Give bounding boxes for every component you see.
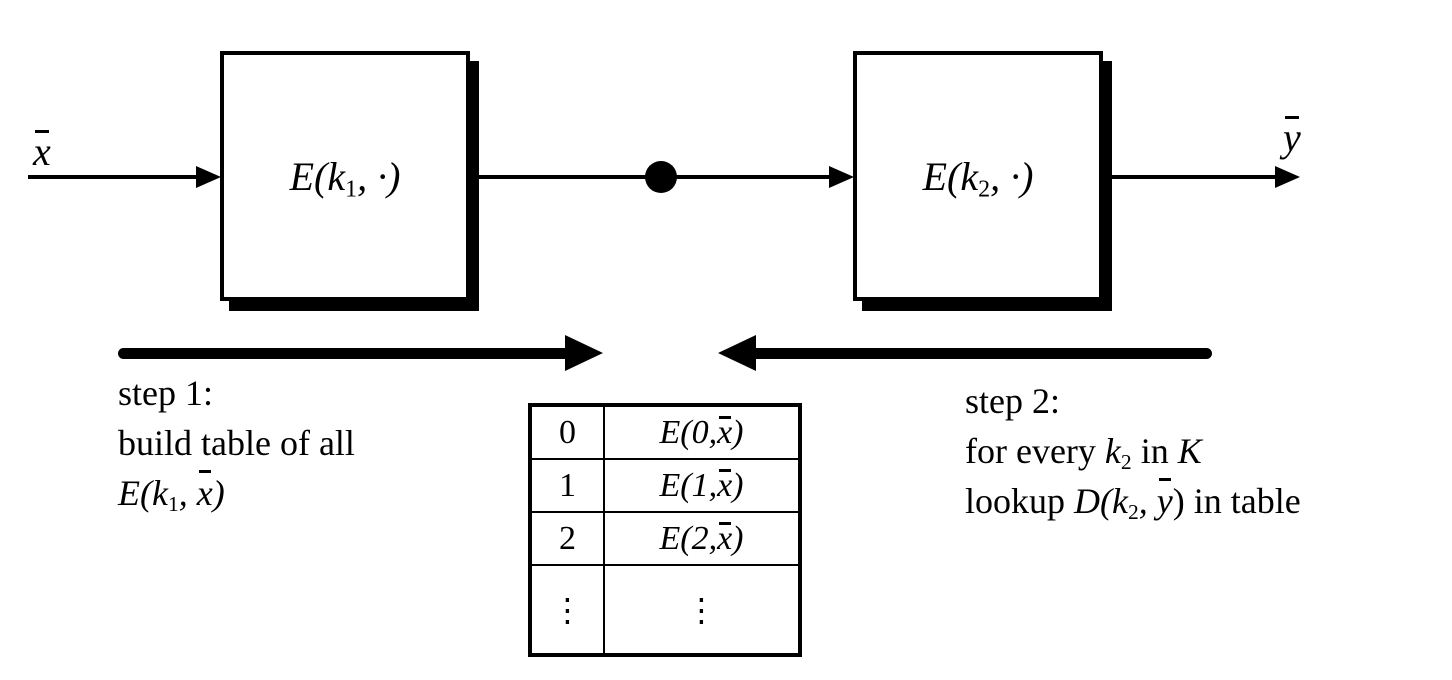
encryption-box-2: E(k2, ·): [853, 51, 1103, 301]
table-value-0: E(0, x): [605, 407, 798, 460]
step2-line3-var: y: [1157, 476, 1173, 526]
step2-text: step 2: for every k2 in K lookup D(k2, y…: [965, 376, 1301, 526]
box2-label-key: k: [960, 153, 979, 199]
step2-line2-key: k: [1104, 431, 1121, 471]
step1-line2: build table of all: [118, 423, 355, 463]
table-value-0-pre: E(0,: [659, 413, 718, 451]
step2-line3-sub: 2: [1128, 500, 1139, 525]
box2-label-pre: E(: [922, 153, 961, 199]
lookup-table: 0 E(0, x) 1 E(1, x) 2 E(2, x) ⋮ ⋮: [528, 403, 802, 657]
step2-line3-key: k: [1112, 481, 1128, 521]
step1-math: E(k1, x): [118, 468, 355, 518]
step1-math-var: x: [197, 468, 213, 518]
box1-label-sub: 1: [345, 176, 358, 203]
output-label-ybar: y: [1283, 115, 1301, 160]
table-value-1: E(1, x): [605, 460, 798, 513]
step1-title: step 1:: [118, 373, 213, 413]
step2-line3-fn: D(: [1074, 481, 1113, 521]
step2-line3-mid: ,: [1138, 481, 1157, 521]
table-key-0: 0: [532, 407, 605, 460]
step2-title: step 2:: [965, 381, 1060, 421]
table-value-0-post: ): [732, 413, 744, 451]
step2-arrow-shaft: [752, 348, 1212, 359]
input-label-xbar: x: [33, 129, 51, 174]
step2-arrowhead-icon: [718, 335, 756, 371]
table-value-ellipsis: ⋮: [685, 590, 718, 629]
step1-text: step 1: build table of all E(k1, x): [118, 368, 355, 518]
input-arrow-line: [28, 175, 198, 179]
box2-label: E(k2, ·): [922, 153, 1034, 203]
box2-label-post: , ·): [990, 153, 1034, 199]
box1-label-key: k: [327, 153, 346, 199]
table-value-2-pre: E(2,: [659, 519, 718, 557]
step2-line2-keyspace: K: [1177, 431, 1202, 471]
table-value-1-post: ): [732, 466, 744, 504]
step2-line2-mid: in: [1131, 431, 1178, 471]
table-value-2-var: x: [717, 519, 733, 557]
junction-dot: [645, 161, 677, 193]
table-value-0-var: x: [717, 413, 733, 451]
output-arrowhead-icon: [1275, 166, 1300, 188]
step1-math-key: k: [151, 473, 168, 513]
middle-arrowhead-icon: [829, 166, 854, 188]
table-key-ellipsis: ⋮: [532, 566, 605, 653]
encryption-box-1: E(k1, ·): [220, 51, 470, 301]
box1-label: E(k1, ·): [289, 153, 401, 203]
step2-line2: for every k2 in K: [965, 426, 1301, 476]
box1-label-post: , ·): [357, 153, 401, 199]
input-arrowhead-icon: [196, 166, 221, 188]
step2-line2-pre: for every: [965, 431, 1105, 471]
step2-line2-sub: 2: [1120, 450, 1132, 475]
step2-line3-pre: lookup: [965, 481, 1075, 521]
output-arrow-line: [1105, 175, 1277, 179]
table-key-2: 2: [532, 513, 605, 566]
table-value-1-var: x: [717, 466, 733, 504]
table-value-2-post: ): [732, 519, 744, 557]
step2-line3: lookup D(k2, y) in table: [965, 476, 1301, 526]
table-value-2: E(2, x): [605, 513, 798, 566]
step1-math-sub: 1: [167, 492, 179, 517]
step1-arrowhead-icon: [565, 335, 603, 371]
table-key-1: 1: [532, 460, 605, 513]
step2-line3-post: ) in table: [1172, 481, 1301, 521]
box1-label-pre: E(: [289, 153, 328, 199]
step1-math-mid: ,: [178, 473, 197, 513]
step1-math-post: ): [212, 473, 225, 513]
box2-label-sub: 2: [978, 176, 991, 203]
step1-math-pre: E(: [118, 473, 152, 513]
table-value-1-pre: E(1,: [659, 466, 718, 504]
step1-arrow-shaft: [118, 348, 570, 359]
